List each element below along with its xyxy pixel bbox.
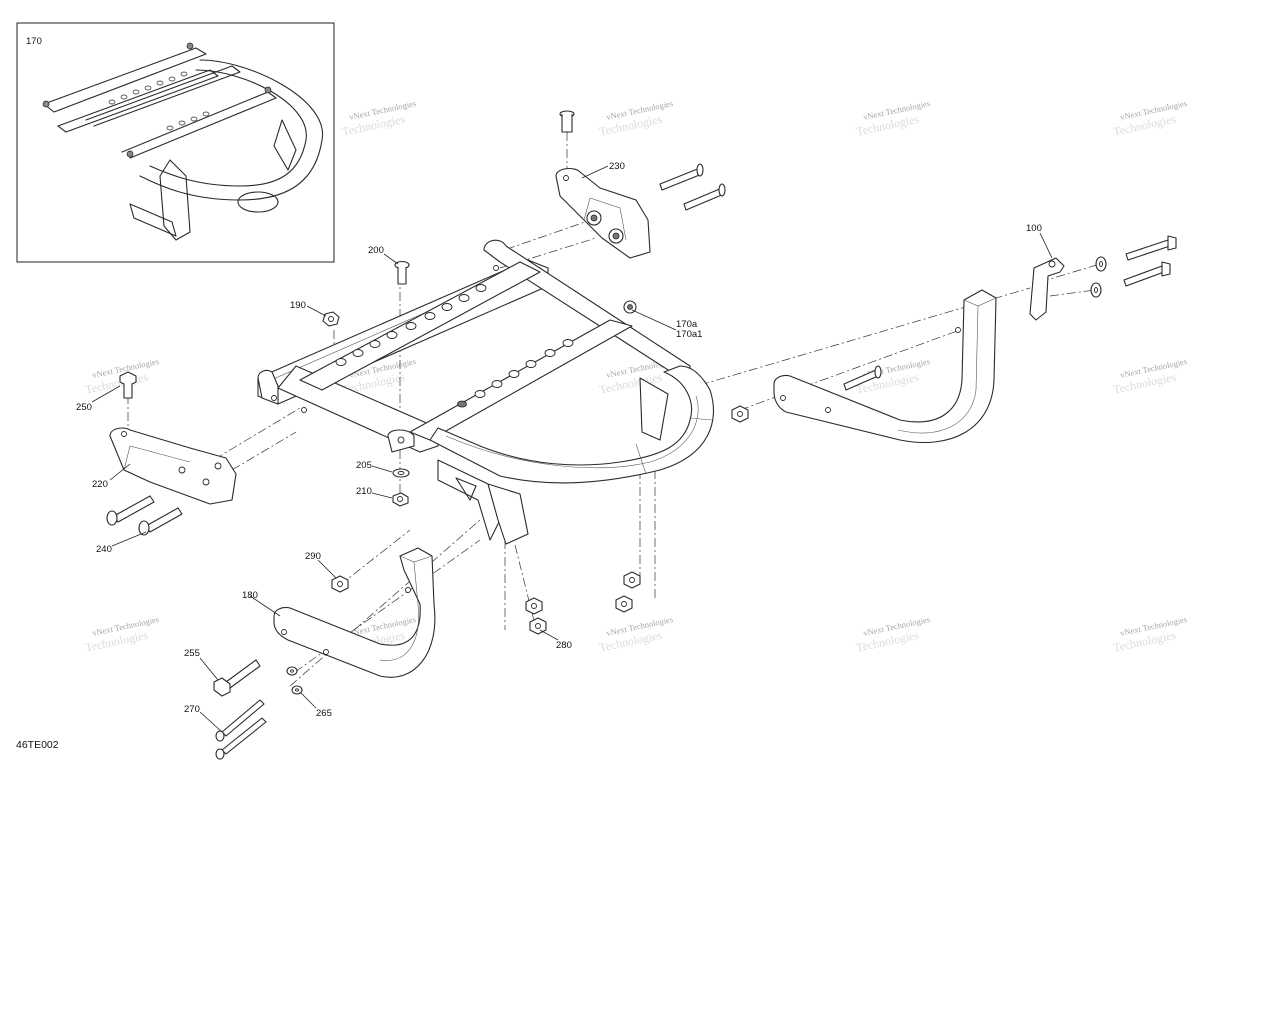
inset-rack-drawing (42, 42, 323, 241)
callout-240: 240 (96, 544, 112, 555)
pin (659, 163, 704, 191)
callout-170a1: 170a1 (676, 329, 702, 340)
bolt (119, 371, 137, 399)
callout-100: 100 (1026, 223, 1042, 234)
nut (331, 575, 349, 593)
nut (529, 617, 547, 635)
rail-holes (335, 284, 487, 366)
callout-290: 290 (305, 551, 321, 562)
bracket-100 (1029, 257, 1065, 321)
watermark: vNext Technologies Technologies (84, 614, 160, 655)
watermark: vNext Technologies Technologies (1112, 356, 1188, 397)
inset-label: 170 (26, 36, 42, 47)
watermark: vNext Technologies Technologies (1112, 614, 1188, 655)
leader-lines (91, 165, 1053, 733)
callout-220: 220 (92, 479, 108, 490)
bolt (213, 659, 261, 697)
bolt (215, 699, 265, 742)
callout-190: 190 (290, 300, 306, 311)
callout-170a: 170a (676, 319, 698, 330)
nut (525, 597, 543, 615)
left-foot-step (273, 547, 436, 678)
right-foot-step (773, 289, 997, 444)
watermark: vNext Technologies Technologies (598, 98, 674, 139)
inset-panel: 170 (16, 22, 335, 263)
watermark: vNext Technologies Technologies (855, 98, 931, 139)
callout-labels: 100 170a 170a1 180 190 200 205 210 220 2… (76, 161, 1042, 719)
nut (623, 571, 641, 589)
fasteners (106, 110, 1177, 760)
bolt (1125, 235, 1177, 261)
washer (392, 468, 410, 478)
callout-200: 200 (368, 245, 384, 256)
nut (731, 405, 749, 423)
callout-205: 205 (356, 460, 372, 471)
bolt (559, 110, 575, 133)
callout-255: 255 (184, 648, 200, 659)
bolt (1123, 261, 1171, 287)
callout-250: 250 (76, 402, 92, 413)
callout-230: 230 (609, 161, 625, 172)
bolt (394, 260, 410, 285)
watermark: vNext Technologies Technologies (598, 614, 674, 655)
right-bracket (555, 167, 651, 259)
nut (392, 492, 409, 507)
nut (322, 311, 340, 327)
diagram-code: 46TE002 (16, 739, 59, 751)
bolt (843, 365, 882, 391)
nut (615, 595, 633, 613)
bolt (106, 495, 155, 526)
main-rack-frame (257, 239, 714, 545)
watermark: vNext Technologies Technologies (341, 98, 417, 139)
callout-210: 210 (356, 486, 372, 497)
callout-265: 265 (316, 708, 332, 719)
cross-holes (457, 339, 574, 408)
bolt (138, 507, 183, 536)
callout-280: 280 (556, 640, 572, 651)
bolt (215, 717, 267, 760)
callout-270: 270 (184, 704, 200, 715)
callout-180: 180 (242, 590, 258, 601)
watermark: vNext Technologies Technologies (1112, 98, 1188, 139)
pin (683, 183, 726, 211)
watermark: vNext Technologies Technologies (855, 614, 931, 655)
left-bracket (109, 427, 237, 505)
